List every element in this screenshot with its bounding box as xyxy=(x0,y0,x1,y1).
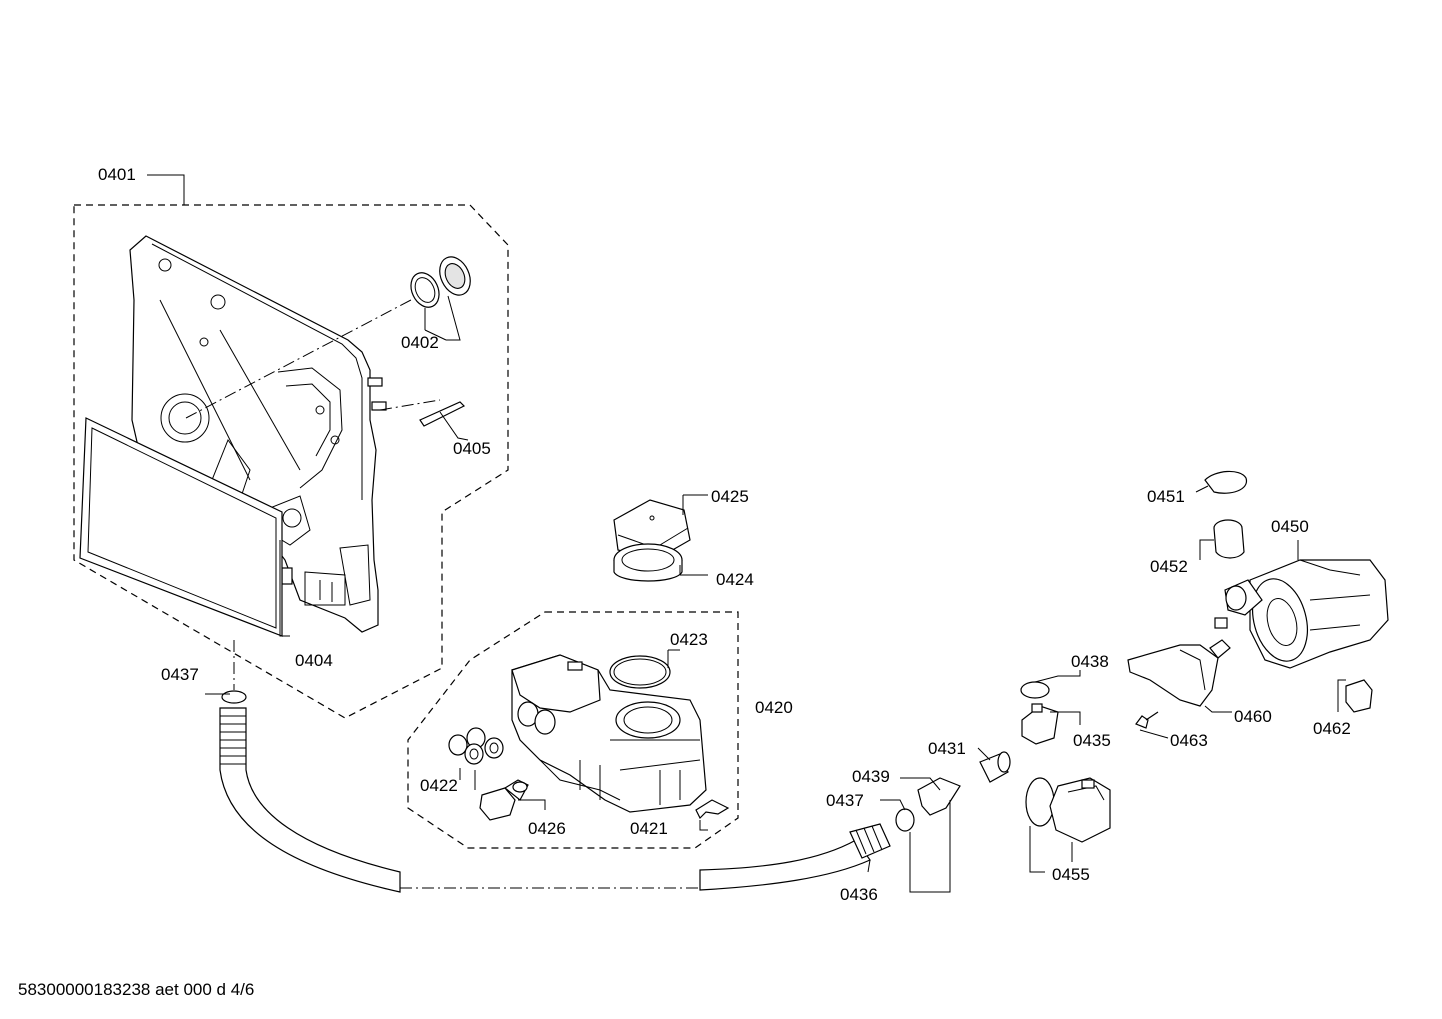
label-0401: 0401 xyxy=(98,165,136,184)
label-0462: 0462 xyxy=(1313,719,1351,738)
label-0431: 0431 xyxy=(928,739,966,758)
label-0455: 0455 xyxy=(1052,865,1090,884)
part-0435-sensor xyxy=(1021,703,1059,745)
part-0452-sleeve xyxy=(1213,519,1245,559)
label-0423: 0423 xyxy=(670,630,708,649)
label-0452: 0452 xyxy=(1150,557,1188,576)
label-0463: 0463 xyxy=(1170,731,1208,750)
label-0404: 0404 xyxy=(295,651,333,670)
part-0455-drain-pump xyxy=(1049,777,1111,843)
group-0420-outline xyxy=(407,611,739,849)
group-0401-outline xyxy=(73,204,509,719)
label-0426: 0426 xyxy=(528,819,566,838)
label-0437-left: 0437 xyxy=(161,665,199,684)
part-0436-hose-right xyxy=(699,823,891,891)
label-0460: 0460 xyxy=(1234,707,1272,726)
label-0439: 0439 xyxy=(852,767,890,786)
label-0405: 0405 xyxy=(453,439,491,458)
leader-lines xyxy=(147,174,1346,893)
label-0435: 0435 xyxy=(1073,731,1111,750)
part-0402-seal xyxy=(410,256,471,308)
part-0405-pin xyxy=(419,401,466,427)
document-id: 58300000183238 aet 000 d 4/6 xyxy=(18,980,255,999)
label-0438: 0438 xyxy=(1071,652,1109,671)
part-0420-water-softener xyxy=(511,654,707,813)
label-0451: 0451 xyxy=(1147,487,1185,506)
label-0421: 0421 xyxy=(630,819,668,838)
part-0462-holder xyxy=(1345,679,1373,713)
part-0421-clip xyxy=(695,799,730,820)
part-0423-ring xyxy=(609,655,671,689)
part-0431-adapter xyxy=(979,751,1011,783)
part-0450-heat-pump xyxy=(1214,559,1389,669)
part-0422-seals xyxy=(448,727,504,765)
part-0437-hose-left xyxy=(219,690,401,893)
label-0450: 0450 xyxy=(1271,517,1309,536)
part-0451-clamp xyxy=(1204,470,1248,494)
part-0437-ring-right xyxy=(895,808,915,832)
part-0426-valve xyxy=(479,779,529,821)
label-0422: 0422 xyxy=(420,776,458,795)
label-0424: 0424 xyxy=(716,570,754,589)
part-0438-ring xyxy=(1020,681,1050,699)
label-0420: 0420 xyxy=(755,698,793,717)
part-0463-screw xyxy=(1135,711,1159,729)
label-0436: 0436 xyxy=(840,885,878,904)
part-0455-ring xyxy=(1025,777,1055,827)
part-0401-cover-plate xyxy=(129,235,387,633)
label-0437-right: 0437 xyxy=(826,791,864,810)
part-0439-clip xyxy=(917,777,961,816)
label-0425: 0425 xyxy=(711,487,749,506)
label-0402: 0402 xyxy=(401,333,439,352)
part-0460-bracket xyxy=(1127,639,1231,707)
part-0424-nut xyxy=(613,543,683,582)
